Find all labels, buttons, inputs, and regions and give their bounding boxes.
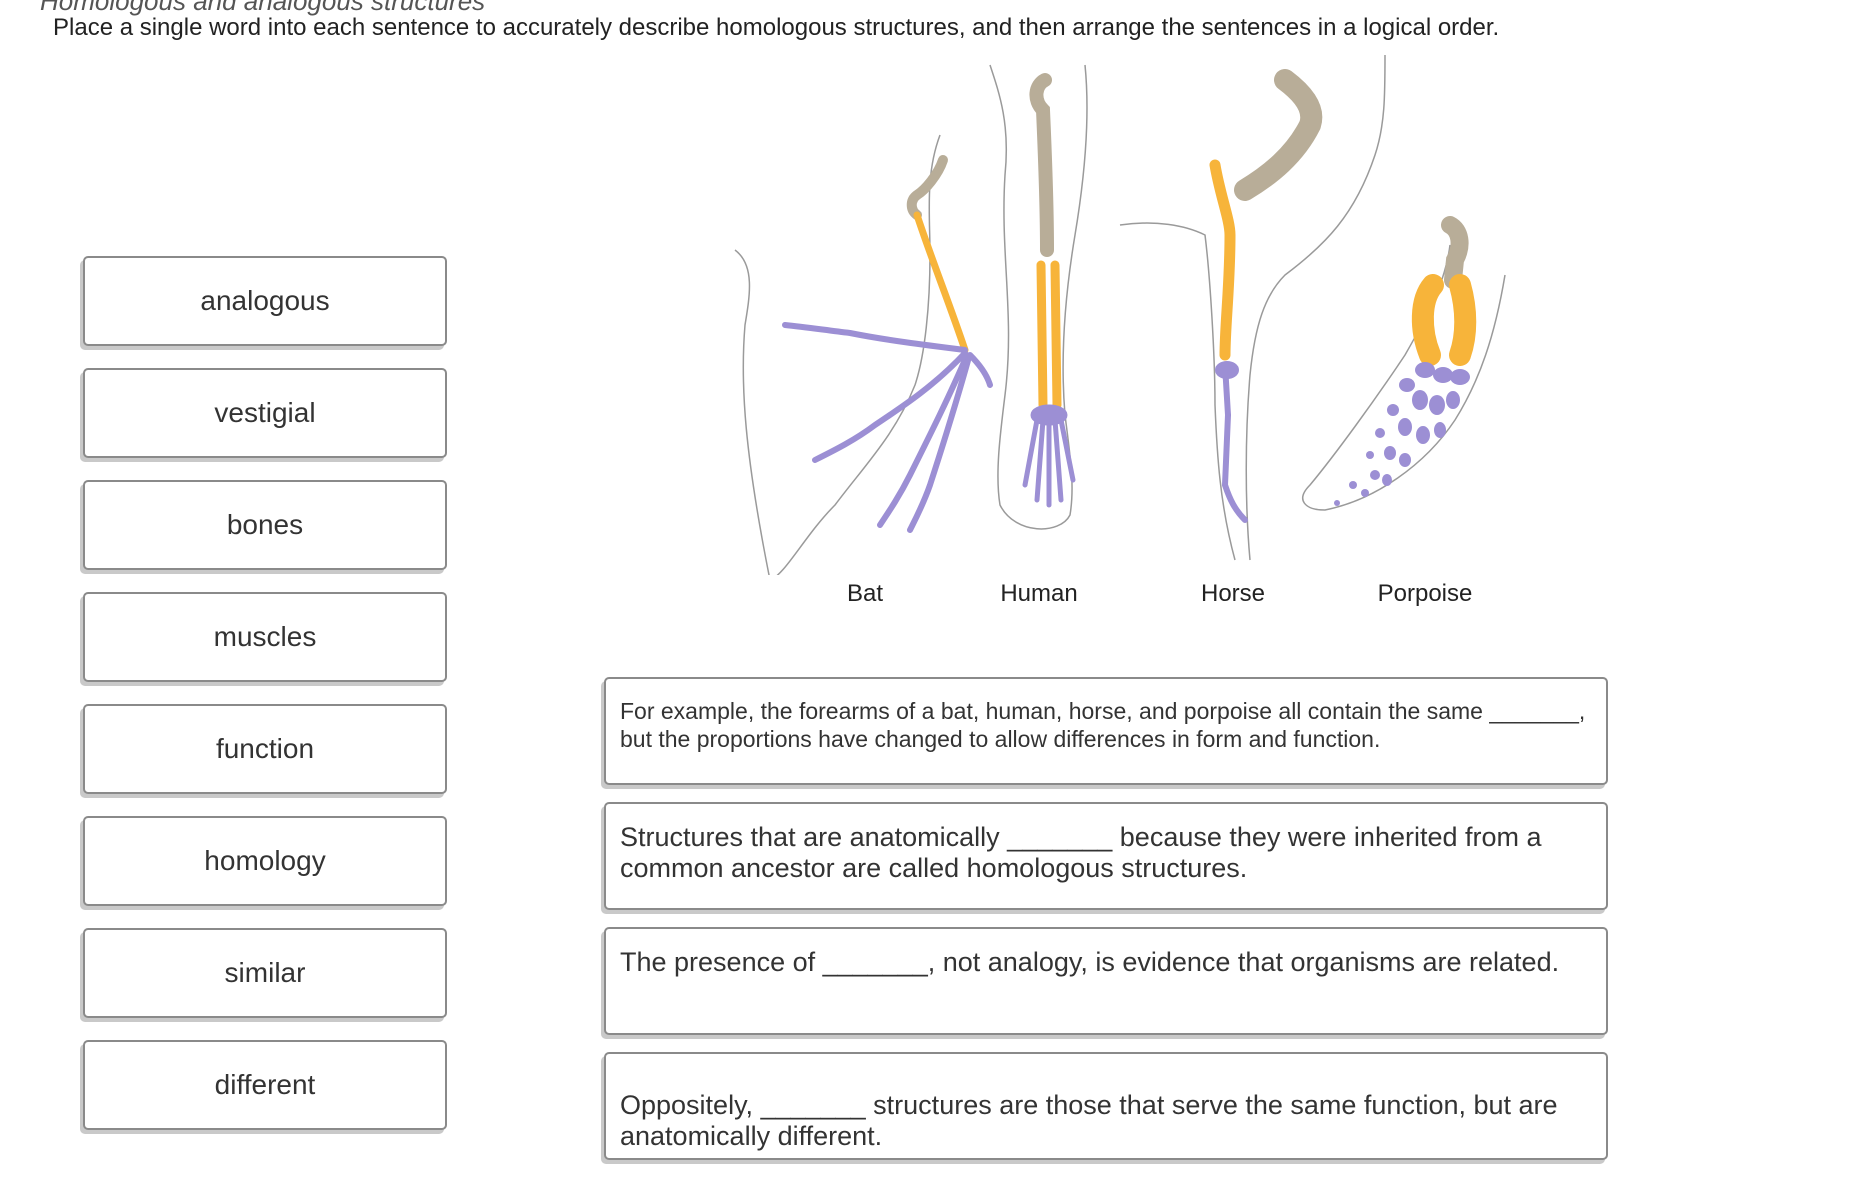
page-title: Homologous and analogous structures	[40, 0, 486, 16]
word-tile-similar[interactable]: similar	[83, 928, 447, 1018]
porpoise-outline	[1302, 244, 1506, 511]
forelimb-figure: Bat Human Horse Porpoise	[725, 55, 1535, 615]
human-forelimb	[1022, 73, 1076, 508]
label-bat: Bat	[846, 580, 884, 607]
human-outline	[989, 64, 1088, 530]
horse-outline	[1119, 55, 1386, 561]
sentence-card-2[interactable]: Structures that are anatomically _______…	[604, 802, 1608, 910]
sentence-card-1[interactable]: For example, the forearms of a bat, huma…	[604, 677, 1608, 785]
word-tile-analogous[interactable]: analogous	[83, 256, 447, 346]
sentence-card-3[interactable]: The presence of _______, not analogy, is…	[604, 927, 1608, 1035]
word-tile-different[interactable]: different	[83, 1040, 447, 1130]
word-tile-muscles[interactable]: muscles	[83, 592, 447, 682]
label-horse: Horse	[1200, 580, 1266, 607]
instructions: Place a single word into each sentence t…	[53, 14, 1500, 41]
sentence-card-4[interactable]: Oppositely, _______ structures are those…	[604, 1052, 1608, 1160]
forelimb-illustration	[734, 55, 1506, 575]
word-tile-function[interactable]: function	[83, 704, 447, 794]
word-bank: analogous vestigial bones muscles functi…	[83, 256, 448, 1152]
bat-forelimb	[782, 155, 993, 533]
label-human: Human	[1000, 580, 1078, 607]
word-tile-vestigial[interactable]: vestigial	[83, 368, 447, 458]
horse-forelimb	[1209, 69, 1323, 523]
word-tile-homology[interactable]: homology	[83, 816, 447, 906]
word-tile-bones[interactable]: bones	[83, 480, 447, 570]
sentence-list: For example, the forearms of a bat, huma…	[604, 677, 1612, 1177]
label-porpoise: Porpoise	[1377, 580, 1473, 607]
porpoise-forelimb	[1334, 216, 1477, 506]
